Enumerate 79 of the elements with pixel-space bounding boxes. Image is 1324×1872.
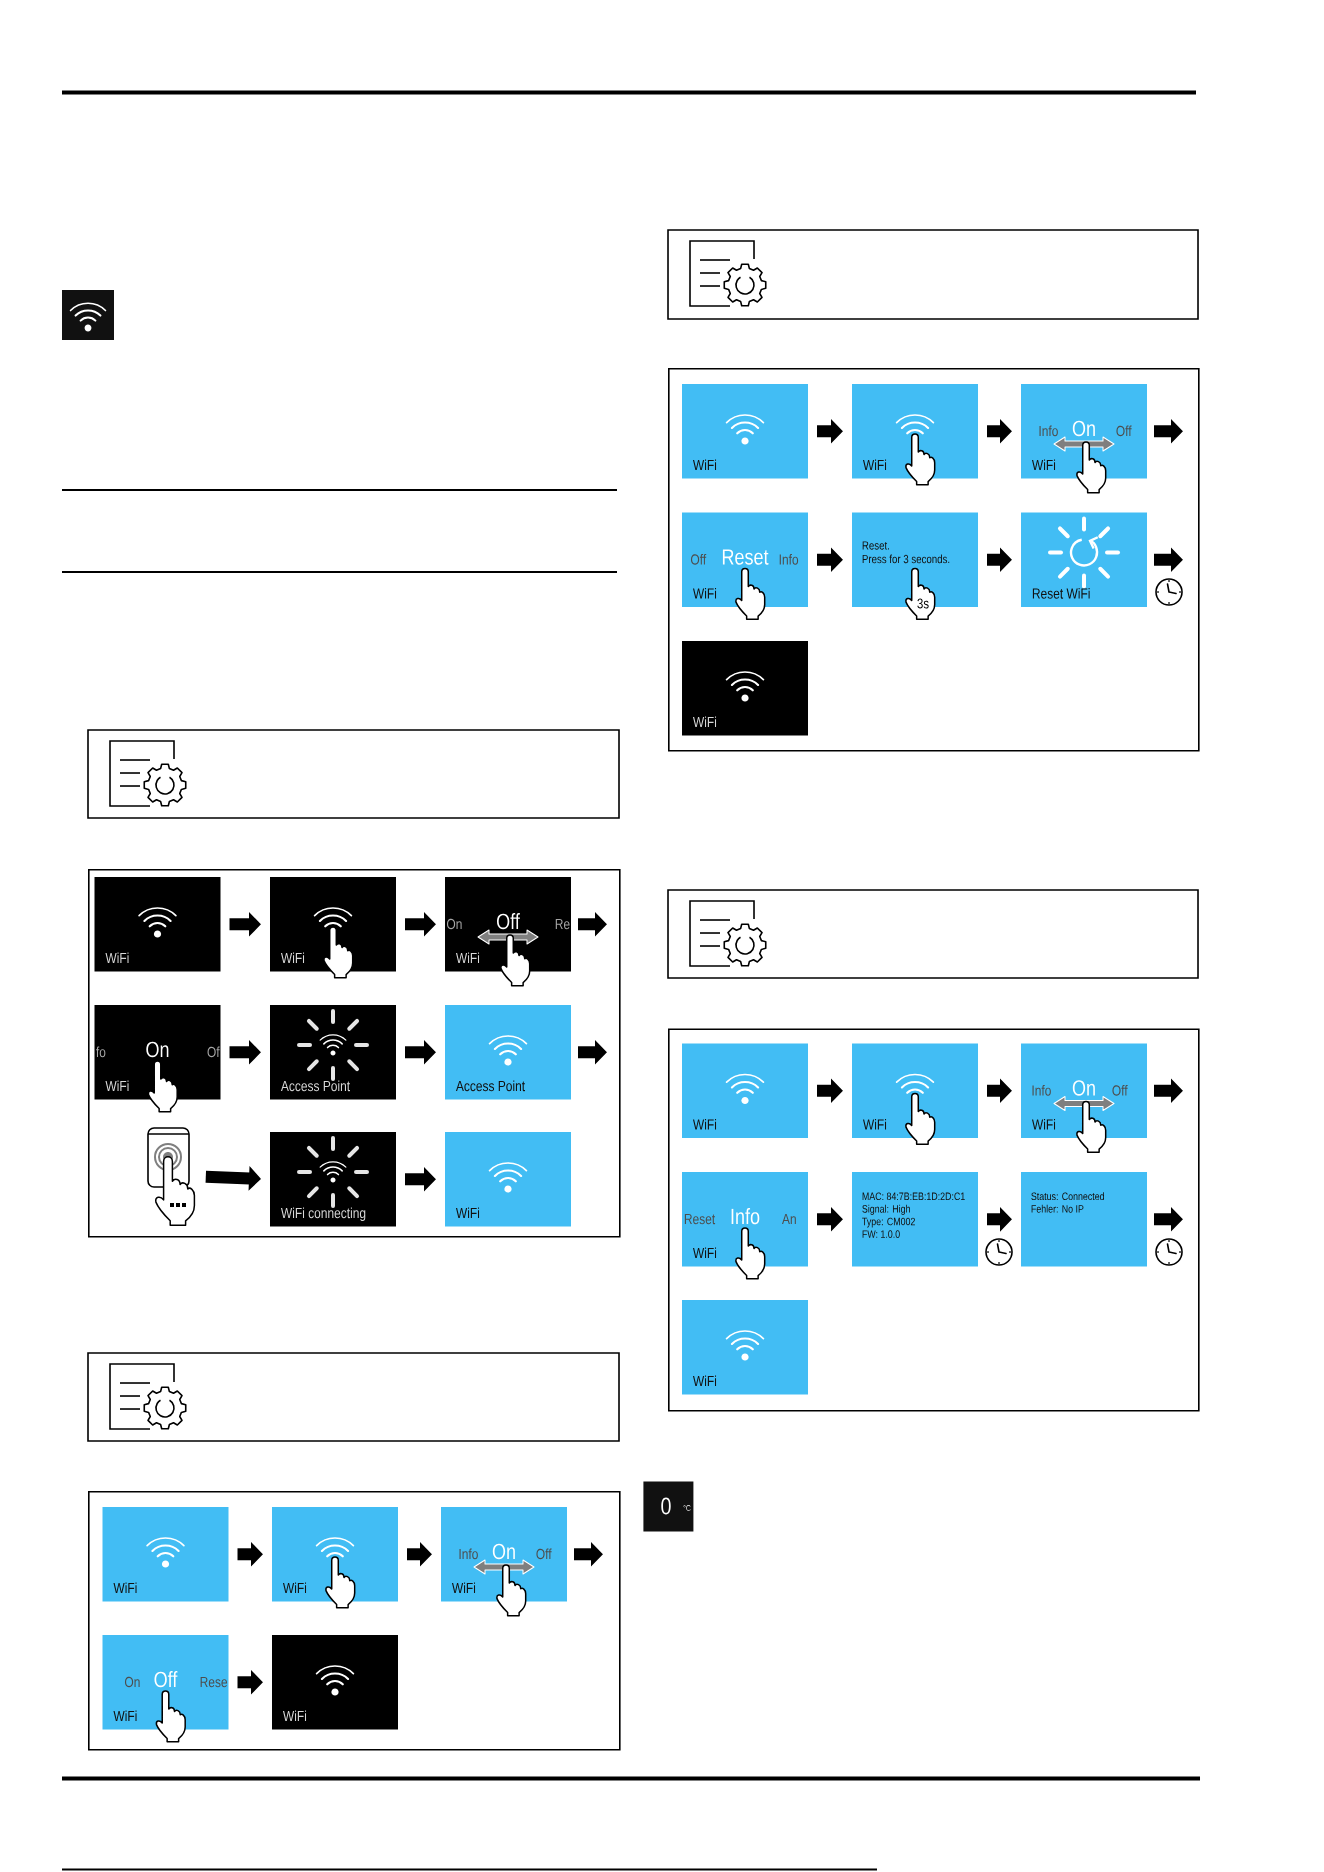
display-screen (1021, 1172, 1147, 1267)
screen-label: WiFi (692, 1375, 717, 1386)
menu-option: Of (207, 1046, 220, 1058)
menu-option: Off (536, 1548, 552, 1560)
temperature-display (643, 1481, 694, 1532)
screen-text: Fehler: No IP (1031, 1204, 1084, 1213)
display-screen (852, 1172, 978, 1267)
duration-text: 3s (917, 598, 929, 609)
screen-label: WiFi (692, 1118, 717, 1130)
screen-label: WiFi (1031, 1118, 1056, 1130)
display-screen (272, 1635, 398, 1730)
menu-option: Rese (200, 1677, 228, 1688)
display-screen (682, 641, 808, 736)
display-screen (682, 384, 808, 479)
display-screen (1021, 512, 1147, 607)
screen-label: WiFi (455, 952, 480, 963)
selected-option: Reset (722, 549, 769, 565)
menu-option: On (446, 918, 462, 930)
screen-label: WiFi (692, 459, 717, 470)
menu-option: An (782, 1213, 796, 1224)
menu-option: Reset (684, 1213, 716, 1225)
screen-label: WiFi (105, 952, 129, 963)
screen-label: Access Point (280, 1080, 350, 1092)
screen-text: Reset. (862, 541, 889, 550)
menu-option: Info (779, 553, 799, 565)
screen-label: WiFi (692, 587, 717, 599)
display-screen (94, 877, 221, 972)
display-screen (270, 1132, 396, 1227)
selected-option: Info (731, 1208, 760, 1225)
screen-label: WiFi (862, 1118, 887, 1130)
display-screen (445, 1005, 571, 1100)
screen-text: Signal: High (862, 1204, 910, 1215)
screen-label: WiFi (282, 1710, 307, 1721)
step-panel (668, 1028, 1200, 1412)
display-screen (270, 1005, 396, 1100)
screen-label: Reset WiFi (1032, 587, 1090, 599)
menu-option: Info (1032, 1084, 1051, 1096)
menu-option: Info (1039, 425, 1058, 437)
screen-text: Status: Connected (1031, 1192, 1104, 1201)
screen-text: MAC: 84:7B:EB:1D:2D:C1 (862, 1192, 965, 1201)
screen-label: WiFi (1031, 459, 1056, 470)
selected-option: On (492, 1543, 515, 1560)
screen-label: WiFi (692, 716, 717, 727)
screen-label: Access Point (455, 1080, 525, 1092)
step-panel (668, 368, 1200, 752)
selected-option: Off (154, 1671, 178, 1688)
selected-option: On (146, 1041, 169, 1058)
screen-label: WiFi (451, 1582, 476, 1593)
screen-label: WiFi connecting (280, 1207, 366, 1221)
display-screen (445, 1132, 571, 1227)
phone-tap-icon (147, 1127, 196, 1226)
screen-label: WiFi (113, 1710, 137, 1721)
screen-label: WiFi (105, 1080, 129, 1091)
temperature-value: 0 (661, 1497, 671, 1515)
menu-option: Off (1112, 1084, 1128, 1096)
step-panel (88, 869, 621, 1238)
menu-option: Off (1116, 425, 1132, 437)
menu-option: Re (555, 918, 570, 930)
screen-label: WiFi (282, 1582, 307, 1593)
screen-label: WiFi (280, 952, 305, 963)
screen-label: WiFi (455, 1207, 480, 1218)
unit-label: °C (683, 1505, 691, 1511)
display-screen (682, 1043, 808, 1138)
selected-option: Off (497, 913, 520, 930)
display-screen (682, 1300, 808, 1395)
menu-option: fo (96, 1046, 106, 1058)
selected-option: On (1072, 1080, 1095, 1096)
display-screen (102, 1507, 229, 1602)
screen-text: Type: CM002 (862, 1217, 915, 1228)
screen-text: FW: 1.0.0 (862, 1230, 900, 1238)
menu-option: On (124, 1676, 140, 1688)
screen-label: WiFi (692, 1247, 717, 1258)
menu-option: Off (690, 553, 707, 565)
screen-label: WiFi (113, 1582, 137, 1593)
screen-label: WiFi (862, 459, 887, 470)
menu-option: Info (459, 1548, 478, 1560)
step-panel (88, 1491, 621, 1751)
screen-text: Press for 3 seconds. (862, 554, 950, 564)
selected-option: On (1072, 420, 1095, 437)
